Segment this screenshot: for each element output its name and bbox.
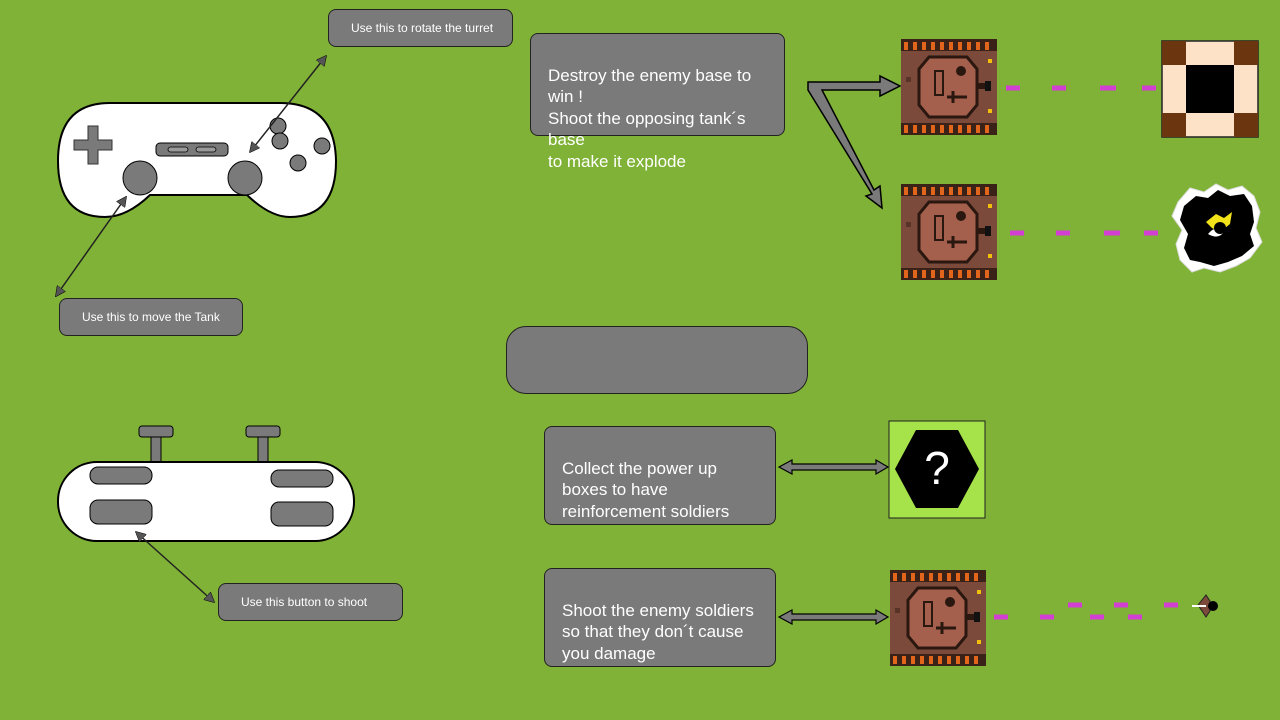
arrow-shoot-button — [136, 532, 214, 602]
objective-soldiers-text: Shoot the enemy soldiers so that they do… — [562, 600, 754, 663]
objective-power-up-text: Collect the power up boxes to have reinf… — [562, 458, 730, 521]
objective-power-up: Collect the power up boxes to have reinf… — [544, 426, 776, 525]
objective-soldiers: Shoot the enemy soldiers so that they do… — [544, 568, 776, 667]
powerup-symbol: ? — [924, 442, 950, 494]
tank-icon — [901, 184, 997, 280]
arrow-split-to-tanks — [807, 74, 902, 210]
arrow-soldiers-link — [777, 608, 890, 626]
hint-rotate-turret-label: Use this to rotate the turret — [351, 21, 494, 35]
soldier-icon — [1192, 594, 1218, 618]
hint-shoot-button: Use this button to shoot — [218, 583, 403, 621]
arrow-rotate-turret — [250, 56, 326, 152]
trajectory-to-soldier — [994, 602, 1178, 620]
objective-center-box — [506, 326, 808, 394]
arrow-move-tank — [56, 197, 126, 296]
objective-destroy-base-text: Destroy the enemy base to win ! Shoot th… — [548, 65, 752, 171]
tank-icon — [901, 39, 997, 135]
hint-shoot-button-label: Use this button to shoot — [241, 595, 368, 609]
hint-rotate-turret: Use this to rotate the turret — [328, 9, 513, 47]
hint-move-tank-label: Use this to move the Tank — [82, 310, 220, 324]
arrow-powerup-link — [777, 458, 890, 476]
enemy-base-icon — [1161, 40, 1259, 138]
explosion-icon — [1171, 183, 1263, 273]
gamepad-top-icon — [57, 425, 355, 542]
objective-destroy-base: Destroy the enemy base to win ! Shoot th… — [530, 33, 785, 171]
powerup-box-icon: ? — [888, 420, 986, 519]
tank-icon — [890, 570, 986, 666]
hint-move-tank: Use this to move the Tank — [59, 298, 243, 336]
